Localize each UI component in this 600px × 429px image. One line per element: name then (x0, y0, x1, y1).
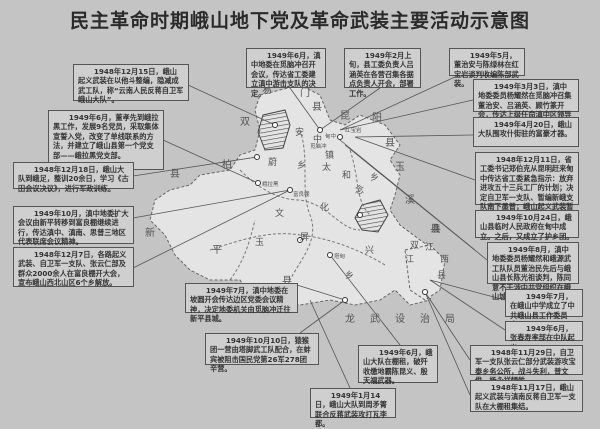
region-label: 新 (145, 226, 155, 239)
event-note: 1949年6月，张春寿率部在中队起义。 (505, 321, 583, 352)
map-label: 甸中 (325, 132, 336, 140)
event-note: 1949年10月，滇中地委扩大会议由新平转移到富良棚继续进行，传达滇中、滇南、思… (13, 206, 134, 246)
map-label: 念 (355, 184, 364, 196)
region-label: 龙 (345, 312, 355, 325)
map-label: 中 (313, 133, 322, 145)
map-label: 和 (342, 170, 351, 181)
map-label: 富良棚 (293, 190, 310, 198)
map-label: 峨拉黑 (262, 180, 279, 188)
map-label: 双 (410, 240, 419, 251)
map-label: 乡 (370, 172, 379, 183)
map-label: 西 (440, 254, 449, 265)
event-note: 1949年6月，滇中地委在觅脑冲召开会议，传达省工委建立滇中游击支队的决定。 (246, 48, 326, 98)
region-label: 县 (170, 168, 180, 180)
map-label: 县 (437, 270, 446, 281)
region-label: 县 (282, 275, 292, 287)
region-label: 昆 (340, 110, 350, 122)
region-label: 双 (240, 116, 250, 128)
region-label: 门 (300, 86, 310, 99)
map-label: 觅脑冲 (310, 142, 327, 150)
event-note: 1948年11月17日，峨山起义武装与滇南反蒋自卫军一支队在大棚租集结。 (470, 380, 583, 412)
region-label: 县 (312, 101, 322, 113)
event-note: 1949年10月10日，猿猴团一营由塔脚武工队配合，在蚌宾被阻击国民党第26军2… (205, 333, 319, 373)
event-note: 1949年6月，董孝先到峨拉黑工作，发展9名党员，采取集体宣誓入党，改变了单线联… (48, 110, 164, 170)
event-note: 1949年7月，滇中地委在坡圆开会传达边区党委会议精神，决定地委机关由觅脑冲迁往… (185, 283, 298, 323)
region-labels: 易 门 县 昆 阳 县 玉 溪 县 双 柏 县 新 平 县 龙 武 设 治 局 (145, 84, 455, 325)
hatched-area-north (257, 109, 291, 151)
event-note: 1949年6月，峨山大队在棚租，破歼收缴地霸陈昆义、殷天福武器。 (358, 345, 438, 385)
county-east-lobe (404, 244, 446, 301)
event-note: 1948年12月15日，峨山起义武装在以他斗整编，隐减成武工队，称“云南人民反蒋… (73, 64, 189, 104)
map-label: 乡 (297, 160, 306, 171)
region-label: 阳 (372, 112, 382, 124)
map-label: 蔚 (268, 156, 277, 168)
region-label: 玉 (395, 162, 405, 173)
map-label: 塔甸 (334, 252, 346, 260)
map-label: 化 (320, 201, 329, 213)
event-note: 1949年2月上旬，县工委负责人吕涵英在各营召集各据点负责人开会，部署工作。 (344, 48, 421, 98)
event-note: 1948年12月7日，各路起义武装、自卫军一支队、张云仁部及群众2000余人在富… (13, 247, 134, 287)
map-label: 屏 (300, 232, 309, 243)
map-label: 安 (295, 126, 304, 138)
map-label: 文 (275, 207, 284, 219)
map-label: 江 (425, 242, 434, 253)
region-label: 柏 (222, 158, 232, 171)
region-label: 治 (420, 312, 430, 325)
region-label: 易 (262, 84, 272, 96)
connector-lines (132, 69, 506, 396)
map-title: 民主革命时期峨山地下党及革命武装主要活动示意图 (69, 10, 530, 32)
hatched-area-south (354, 199, 389, 233)
event-note: 1949年10月24日，峨山县临时人民政府在甸中成立。之后，又成立了护乡团。 (475, 210, 579, 241)
event-note: 1949年4月20日，峨山大队围攻什街驻的富豪才器。 (473, 117, 579, 147)
region-label: 平 (212, 245, 222, 256)
eshan-county-area (149, 84, 441, 306)
map-label: 镇 (325, 149, 334, 161)
map-label: 江 (405, 254, 414, 265)
region-label: 武 (370, 312, 380, 325)
map-label: 太 (322, 161, 331, 173)
event-note: 1949年1月14日，峨山大队到周矛箐联合反蒋武装攻打瓦李都。 (310, 388, 396, 428)
map-label: 乡 (345, 270, 354, 281)
region-label: 县 (385, 137, 395, 149)
event-note: 1948年11月29日，自卫军一支队张云仁部分武装游攻宝泰乡务公所，战斗失利，普… (470, 345, 583, 385)
event-note: 1949年7月，在峨山中学成立了中共峨山县工作委员会。 (505, 289, 583, 329)
event-note: 1949年8月，滇中地委委员杨耀然和峨源武工队队员董治民先后与峨山县长陈光祖谈判… (487, 242, 579, 301)
place-labels: 觅脑冲 甸中 峨拉黑 富良棚 塔甸 红宝岩 (262, 126, 362, 260)
place-markers (254, 122, 428, 303)
map-label: 玉 (255, 237, 264, 248)
event-note: 1948年12月11日，省工委书记郑伯克从昆明赶来甸中传达省工委紧急指示：放弃进… (475, 152, 579, 220)
event-note: 1949年5月，董治安与陈绿林在红宝岩谈判收编陈部武装。 (449, 48, 525, 88)
township-borders (209, 129, 386, 281)
event-note: 1948年12月18日，峨山大队到峨足，整训20余日，学习《古田会议决议》，进行… (13, 162, 134, 193)
region-label: 局 (445, 313, 455, 325)
map-label: 兴 (365, 245, 374, 256)
map-label: 县 (432, 224, 441, 235)
map-label: 红宝岩 (345, 126, 362, 134)
region-label: 县 (430, 223, 440, 235)
region-label: 设 (395, 313, 405, 325)
township-labels: 中 安 镇 太 和 乡 文 蔚 玉 屏 兴 江 化 念 乡 双 江 乡 西 县 … (255, 126, 449, 281)
region-label: 溪 (405, 194, 415, 206)
event-note: 1949年3月3日，滇中地委委员杨耀然在觅脑冲召集董治安、吕涵英、顾竹篆开会，传… (473, 79, 579, 129)
